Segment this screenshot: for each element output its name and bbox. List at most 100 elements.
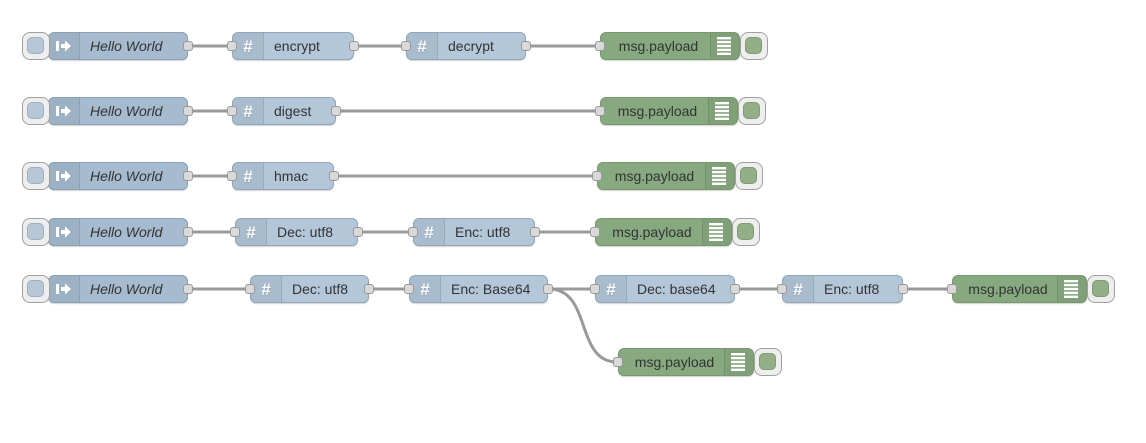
input-port[interactable] <box>777 284 787 294</box>
debug-toggle-button[interactable] <box>754 348 782 376</box>
debug-node-msg-payload[interactable]: msg.payload <box>947 275 1115 303</box>
inject-trigger-button[interactable] <box>22 218 50 246</box>
debug-node-msg-payload[interactable]: msg.payload <box>590 218 760 246</box>
function-node-decrypt[interactable]: # decrypt <box>401 32 531 60</box>
function-node-enc-base64[interactable]: # Enc: Base64 <box>404 275 553 303</box>
node-label: msg.payload <box>612 224 692 240</box>
input-port[interactable] <box>227 106 237 116</box>
input-port[interactable] <box>245 284 255 294</box>
node-label: Hello World <box>90 224 163 240</box>
function-node-dec-base64[interactable]: # Dec: base64 <box>590 275 740 303</box>
debug-toggle-button-face <box>745 37 762 54</box>
function-node-dec-utf8[interactable]: # Dec: utf8 <box>230 218 363 246</box>
output-port[interactable] <box>543 284 553 294</box>
debug-toggle-button[interactable] <box>732 218 760 246</box>
hash-icon: # <box>407 33 438 59</box>
output-port[interactable] <box>183 227 193 237</box>
hash-icon: # <box>236 219 267 245</box>
inject-node-hello-world[interactable]: Hello World <box>22 218 193 246</box>
debug-list-icon <box>1057 276 1086 302</box>
inject-arrow-icon <box>49 219 80 245</box>
node-label: decrypt <box>448 38 494 54</box>
debug-node-msg-payload-branch[interactable]: msg.payload <box>613 348 782 376</box>
input-port[interactable] <box>592 171 602 181</box>
node-label: Enc: Base64 <box>451 281 531 297</box>
input-port[interactable] <box>227 41 237 51</box>
inject-arrow-icon <box>49 276 80 302</box>
input-port[interactable] <box>404 284 414 294</box>
inject-trigger-button-face <box>27 223 44 240</box>
node-label: Dec: utf8 <box>292 281 349 297</box>
node-label: Dec: base64 <box>637 281 716 297</box>
output-port[interactable] <box>183 284 193 294</box>
inject-node-hello-world[interactable]: Hello World <box>22 32 193 60</box>
debug-list-icon <box>708 98 737 124</box>
inject-trigger-button-face <box>27 280 44 297</box>
output-port[interactable] <box>353 227 363 237</box>
output-port[interactable] <box>349 41 359 51</box>
inject-node-hello-world[interactable]: Hello World <box>22 275 193 303</box>
input-port[interactable] <box>590 284 600 294</box>
node-label: Hello World <box>90 103 163 119</box>
debug-node-msg-payload[interactable]: msg.payload <box>595 97 766 125</box>
inject-trigger-button[interactable] <box>22 275 50 303</box>
wire[interactable] <box>547 287 619 364</box>
output-port[interactable] <box>183 171 193 181</box>
function-node-encrypt[interactable]: # encrypt <box>227 32 359 60</box>
output-port[interactable] <box>183 41 193 51</box>
debug-toggle-button-face <box>737 223 754 240</box>
node-label: Hello World <box>90 38 163 54</box>
debug-node-msg-payload[interactable]: msg.payload <box>592 162 763 190</box>
inject-trigger-button[interactable] <box>22 97 50 125</box>
input-port[interactable] <box>590 227 600 237</box>
node-label: msg.payload <box>614 168 695 184</box>
inject-arrow-icon <box>49 163 80 189</box>
debug-toggle-button[interactable] <box>740 32 768 60</box>
inject-trigger-button[interactable] <box>22 32 50 60</box>
node-label: encrypt <box>274 38 320 54</box>
hash-icon: # <box>783 276 814 302</box>
debug-toggle-button-face <box>759 353 776 370</box>
hash-icon: # <box>251 276 282 302</box>
function-node-digest[interactable]: # digest <box>227 97 341 125</box>
inject-node-hello-world[interactable]: Hello World <box>22 97 193 125</box>
function-node-dec-utf8[interactable]: # Dec: utf8 <box>245 275 374 303</box>
output-port[interactable] <box>329 171 339 181</box>
input-port[interactable] <box>401 41 411 51</box>
debug-toggle-button[interactable] <box>1087 275 1115 303</box>
input-port[interactable] <box>595 106 605 116</box>
inject-arrow-icon <box>49 33 80 59</box>
inject-trigger-button[interactable] <box>22 162 50 190</box>
hash-icon: # <box>414 219 445 245</box>
node-label: Hello World <box>90 168 163 184</box>
input-port[interactable] <box>947 284 957 294</box>
output-port[interactable] <box>183 106 193 116</box>
debug-node-msg-payload[interactable]: msg.payload <box>595 32 768 60</box>
debug-toggle-button-face <box>1092 280 1109 297</box>
input-port[interactable] <box>613 357 623 367</box>
function-node-enc-utf8[interactable]: # Enc: utf8 <box>777 275 908 303</box>
function-node-enc-utf8[interactable]: # Enc: utf8 <box>408 218 540 246</box>
inject-trigger-button-face <box>27 167 44 184</box>
output-port[interactable] <box>898 284 908 294</box>
node-label: msg.payload <box>618 38 699 54</box>
input-port[interactable] <box>595 41 605 51</box>
output-port[interactable] <box>730 284 740 294</box>
output-port[interactable] <box>530 227 540 237</box>
input-port[interactable] <box>408 227 418 237</box>
hash-icon: # <box>233 163 264 189</box>
debug-list-icon <box>724 349 753 375</box>
input-port[interactable] <box>230 227 240 237</box>
output-port[interactable] <box>364 284 374 294</box>
function-node-hmac[interactable]: # hmac <box>227 162 339 190</box>
output-port[interactable] <box>521 41 531 51</box>
input-port[interactable] <box>227 171 237 181</box>
hash-icon: # <box>596 276 627 302</box>
inject-trigger-button-face <box>27 37 44 54</box>
debug-toggle-button[interactable] <box>738 97 766 125</box>
inject-node-hello-world[interactable]: Hello World <box>22 162 193 190</box>
output-port[interactable] <box>331 106 341 116</box>
debug-toggle-button[interactable] <box>735 162 763 190</box>
